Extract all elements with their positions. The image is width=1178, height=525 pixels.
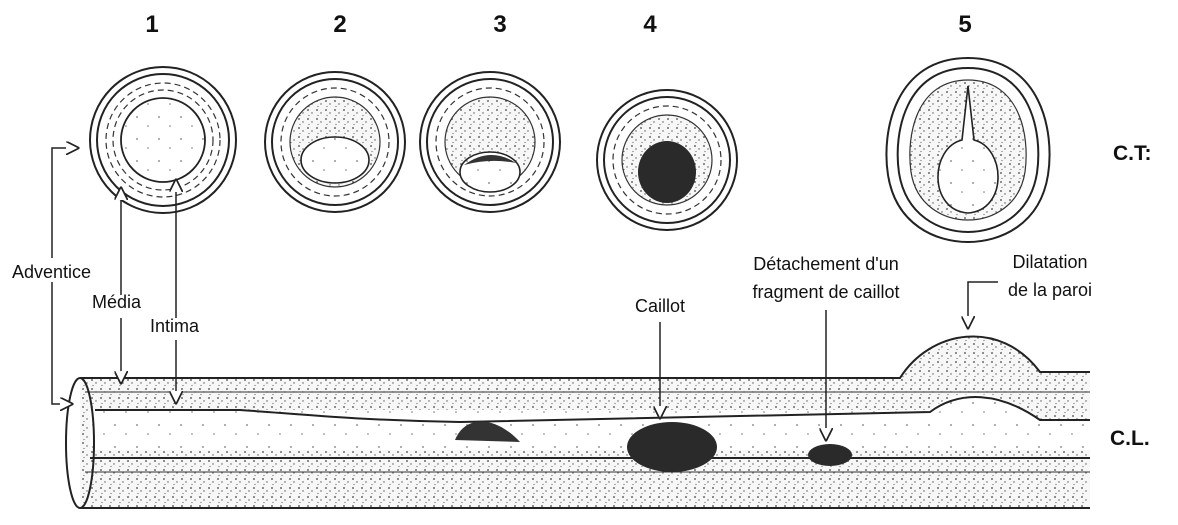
stage-number-1: 1 [145,11,158,38]
clot-shape [627,422,717,472]
cross-section-1 [90,67,236,213]
adventice-arrow-up [52,148,78,258]
cross-section-3 [420,72,560,212]
stage-number-3: 3 [493,11,506,38]
label-detachment-line1: Détachement d'un [753,254,899,274]
label-clot: Caillot [635,296,685,316]
label-dilatation-line2: de la paroi [1008,280,1092,300]
label-transverse-section: C.T: [1113,142,1152,165]
dilatation-arrow [968,282,998,328]
stage-number-2: 2 [333,11,346,38]
cross-section-5 [886,58,1049,242]
label-intima: Intima [150,316,200,336]
cross-section-4 [597,90,737,230]
longitudinal-vessel [66,336,1090,508]
stage-number-4: 4 [643,11,657,38]
label-media: Média [92,292,142,312]
label-adventice: Adventice [12,262,91,282]
adventice-arrow-down [52,282,72,404]
cross-section-2 [265,72,405,212]
label-longitudinal-section: C.L. [1110,427,1150,450]
label-dilatation-line1: Dilatation [1012,252,1087,272]
label-detachment-line2: fragment de caillot [752,282,899,302]
stage-number-5: 5 [958,11,971,38]
clot-fragment-shape [808,444,852,466]
